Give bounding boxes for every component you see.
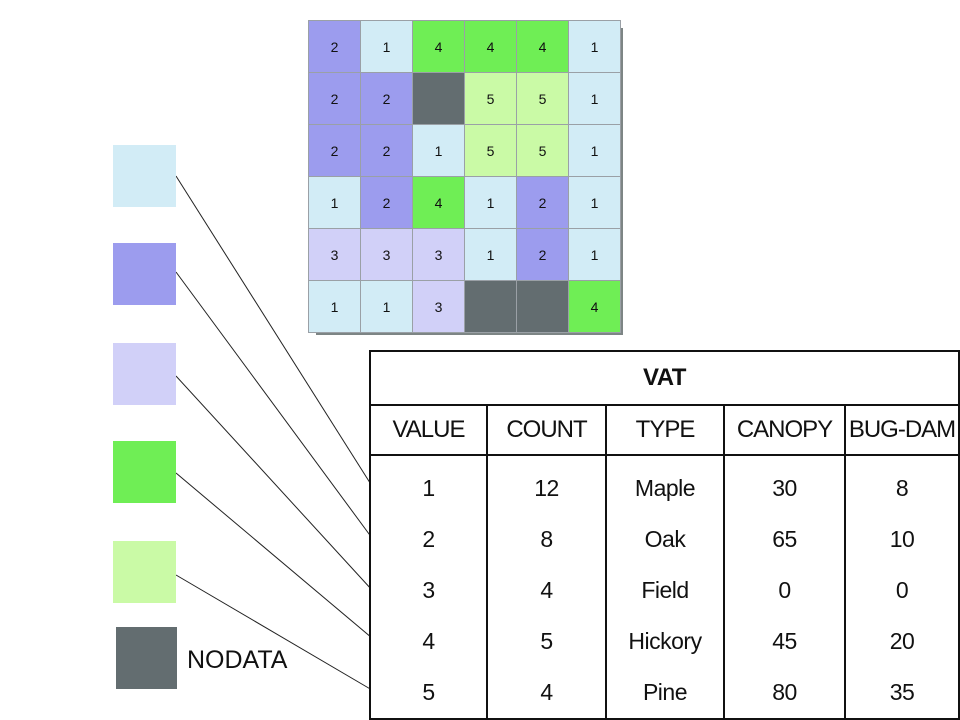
vat-cell: 5: [422, 679, 435, 705]
raster-cell: 2: [361, 73, 412, 124]
raster-cell: 2: [309, 21, 360, 72]
raster-cell: 1: [569, 21, 620, 72]
vat-cell: 0: [778, 577, 791, 603]
vat-cell: 65: [772, 526, 797, 552]
raster-cell: 1: [569, 177, 620, 228]
vat-cell: 12: [534, 475, 559, 501]
raster-cell: 4: [465, 21, 516, 72]
vat-column-bug-dam: BUG-DAM 8 10 0 20 35: [846, 406, 958, 718]
raster-cell: 1: [465, 229, 516, 280]
legend-swatch-value-5: [113, 541, 176, 603]
vat-cell: Pine: [642, 679, 688, 705]
raster-cell: 3: [309, 229, 360, 280]
column-header-value: VALUE: [371, 406, 486, 456]
vat-cell: 80: [772, 679, 797, 705]
vat-cell: 35: [889, 679, 915, 705]
vat-cell: 3: [422, 577, 435, 603]
vat-cell: 20: [889, 628, 915, 654]
legend-swatch-value-1: [113, 145, 176, 207]
raster-cell: 3: [413, 229, 464, 280]
vat-cell: 4: [540, 679, 553, 705]
column-header-count: COUNT: [488, 406, 605, 456]
raster-cell: 1: [413, 125, 464, 176]
raster-cell: 5: [465, 125, 516, 176]
legend-swatch-value-3: [113, 343, 176, 405]
raster-cell: 5: [517, 73, 568, 124]
raster-cell: 1: [569, 125, 620, 176]
column-header-canopy: CANOPY: [725, 406, 844, 456]
column-cells: 30 65 0 45 80: [725, 456, 844, 718]
raster-cell: 1: [361, 21, 412, 72]
connector-line-value-3: [175, 375, 373, 591]
raster-cell-nodata: [517, 281, 568, 332]
column-cells: 8 10 0 20 35: [846, 456, 958, 718]
vat-column-count: COUNT 12 8 4 5 4: [488, 406, 607, 718]
raster-cell: 4: [413, 21, 464, 72]
column-header-type: TYPE: [607, 406, 723, 456]
raster-cell: 1: [361, 281, 412, 332]
raster-cell: 4: [517, 21, 568, 72]
vat-cell: 1: [422, 475, 435, 501]
raster-cell: 1: [309, 281, 360, 332]
nodata-label: NODATA: [187, 646, 288, 674]
legend-swatch-nodata: [116, 627, 177, 689]
connector-line-value-2: [175, 271, 373, 539]
raster-cell: 1: [465, 177, 516, 228]
raster-cell-nodata: [465, 281, 516, 332]
vat-cell: 4: [540, 577, 553, 603]
vat-cell: 2: [422, 526, 435, 552]
raster-cell: 4: [413, 177, 464, 228]
raster-cell: 3: [361, 229, 412, 280]
raster-cell: 2: [517, 229, 568, 280]
raster-cell: 4: [569, 281, 620, 332]
connector-line-value-1: [175, 175, 373, 487]
vat-cell: 10: [889, 526, 915, 552]
raster-cell: 5: [465, 73, 516, 124]
raster-cell: 2: [361, 125, 412, 176]
vat-cell: Oak: [644, 526, 686, 552]
vat-cell: Hickory: [628, 628, 702, 654]
legend-swatch-value-2: [113, 243, 176, 305]
vat-cell: 30: [772, 475, 797, 501]
raster-cell-nodata: [413, 73, 464, 124]
raster-cell: 1: [309, 177, 360, 228]
column-header-bug-dam: BUG-DAM: [846, 406, 958, 456]
raster-cell: 3: [413, 281, 464, 332]
vat-cell: 8: [895, 475, 909, 501]
vat-title-row: VAT: [371, 352, 958, 406]
vat-cell: 5: [540, 628, 553, 654]
vat-cell: 4: [422, 628, 435, 654]
connector-line-value-5: [175, 574, 373, 691]
raster-cell: 2: [517, 177, 568, 228]
legend-swatch-value-4: [113, 441, 176, 503]
vat-cell: 0: [895, 577, 909, 603]
vat-title: VAT: [643, 364, 686, 391]
raster-cell: 1: [569, 229, 620, 280]
vat-cell: 45: [772, 628, 797, 654]
raster-cell: 1: [569, 73, 620, 124]
raster-cell: 5: [517, 125, 568, 176]
raster-cell: 2: [309, 73, 360, 124]
vat-cell: Field: [641, 577, 689, 603]
column-cells: 1 2 3 4 5: [371, 456, 486, 718]
vat-cell: Maple: [634, 475, 696, 501]
connector-line-value-4: [175, 472, 373, 639]
vat-column-canopy: CANOPY 30 65 0 45 80: [725, 406, 846, 718]
vat-column-value: VALUE 1 2 3 4 5: [371, 406, 488, 718]
raster-cell: 2: [361, 177, 412, 228]
column-cells: 12 8 4 5 4: [488, 456, 605, 718]
vat-cell: 8: [540, 526, 553, 552]
raster-cell: 2: [309, 125, 360, 176]
